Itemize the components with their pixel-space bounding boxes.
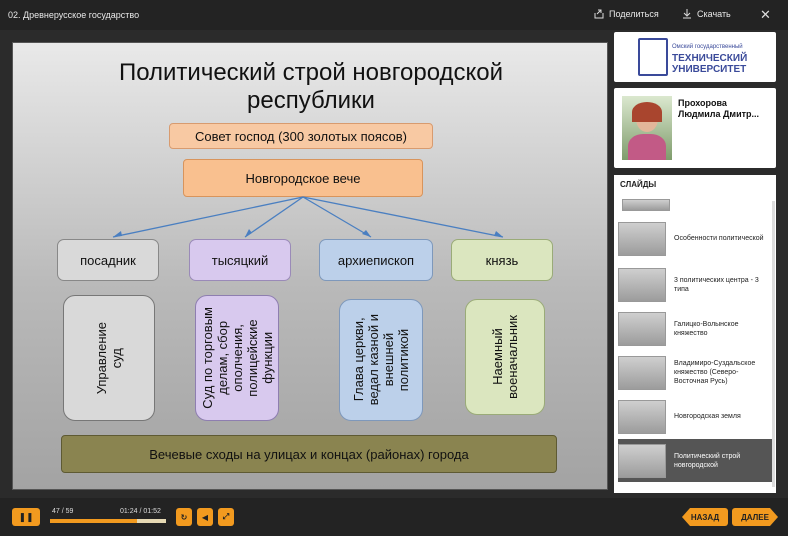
slide-thumbnail	[618, 267, 666, 302]
slide-thumbnail	[618, 399, 666, 434]
slide-item[interactable]: Особенности политической	[618, 217, 772, 260]
duty-line: политикой	[396, 328, 411, 392]
pause-icon: ❚❚	[18, 511, 34, 522]
duty-line: внешней	[381, 333, 396, 387]
presenter-surname: Прохорова	[678, 98, 727, 108]
share-icon	[594, 9, 604, 19]
presenter-name: Людмила Дмитр...	[678, 109, 760, 119]
slide-item[interactable]: Новгородская земля	[618, 395, 772, 438]
slides-heading: СЛАЙДЫ	[620, 180, 657, 189]
slide-thumbnail	[618, 443, 666, 478]
top-bar: 02. Древнерусское государство Поделиться…	[0, 0, 788, 30]
slide-item-label: Политический строй новгородской	[674, 452, 741, 469]
university-logo-panel: Омский государственный ТЕХНИЧЕСКИЙ УНИВЕ…	[614, 32, 776, 82]
duty-line: делам, сбор	[214, 321, 230, 395]
duty-line: Наемный	[490, 328, 505, 386]
slides-scrollbar[interactable]	[772, 201, 775, 487]
slides-list-panel: СЛАЙДЫ Особенности политической 3 полити…	[614, 175, 776, 493]
volume-icon: ◀	[201, 512, 209, 522]
slide-item-label: Владимиро-Суздальское княжество (Северо-…	[674, 360, 756, 385]
slide-item-active[interactable]: Политический строй новгородской	[618, 439, 772, 482]
university-logo-mark	[638, 38, 668, 76]
presenter-panel: Прохорова Людмила Дмитр...	[614, 88, 776, 168]
role-tysyatsky: тысяцкий	[189, 239, 291, 281]
next-button[interactable]: ДАЛЕЕ	[732, 508, 778, 526]
logo-line2: ТЕХНИЧЕСКИЙ	[672, 53, 748, 64]
slide-item[interactable]: 3 политических центра - 3 типа	[618, 263, 772, 306]
slides-list-partial-item[interactable]	[622, 199, 670, 211]
share-button[interactable]: Поделиться	[594, 9, 659, 19]
presenter-photo	[622, 96, 672, 160]
share-label: Поделиться	[609, 9, 659, 19]
next-label: ДАЛЕЕ	[741, 512, 769, 522]
slide-item[interactable]: Владимиро-Суздальское княжество (Северо-…	[618, 351, 772, 394]
fullscreen-button[interactable]: ⤢	[218, 508, 234, 526]
download-label: Скачать	[697, 9, 731, 19]
back-button[interactable]: НАЗАД	[682, 508, 728, 526]
slide-title-line2: республики	[247, 87, 375, 114]
lesson-title: 02. Древнерусское государство	[8, 10, 140, 20]
slide-item-label: 3 политических центра - 3 типа	[674, 276, 759, 293]
download-icon	[683, 9, 691, 19]
progress-fill	[50, 519, 137, 523]
fullscreen-icon: ⤢	[222, 512, 230, 521]
duty-line: ополчения,	[229, 324, 245, 392]
slide-counter: 47 / 59	[52, 508, 74, 515]
duty-line: ведал казной и	[366, 314, 381, 406]
duty-line: Глава церкви,	[351, 318, 366, 402]
back-label: НАЗАД	[690, 512, 720, 522]
slide-title: Политический строй новгородской республи…	[13, 59, 609, 115]
slide-item-label: Галицко-Волынское княжество	[674, 320, 739, 337]
connector-arrows	[112, 196, 504, 238]
duty-line: Управление	[94, 321, 109, 395]
duty-line: полицейские	[244, 319, 260, 397]
slide-item-label: Новгородская земля	[674, 413, 741, 420]
slide-canvas: Политический строй новгородской республи…	[12, 42, 608, 490]
veche-gatherings-box: Вечевые сходы на улицах и концах (района…	[61, 435, 557, 473]
role-prince: князь	[451, 239, 553, 281]
slide-item-label: Особенности политической	[674, 235, 764, 242]
progress-track[interactable]	[50, 519, 166, 523]
council-box: Совет господ (300 золотых поясов)	[169, 123, 433, 149]
role-posadnik: посадник	[57, 239, 159, 281]
slide-item[interactable]: Галицко-Волынское княжество	[618, 307, 772, 350]
slide-thumbnail	[618, 221, 666, 256]
volume-button[interactable]: ◀	[197, 508, 213, 526]
duty-line: Суд по торговым	[199, 307, 215, 409]
download-button[interactable]: Скачать	[682, 9, 731, 19]
slide-title-line1: Политический строй новгородской	[118, 59, 504, 86]
duty-line: военачальник	[505, 315, 520, 399]
duty-line: суд	[109, 347, 124, 369]
duty-line: функции	[259, 332, 275, 384]
veche-box: Новгородское вече	[183, 159, 423, 197]
time-readout: 01:24 / 01:52	[120, 508, 161, 515]
slide-thumbnail	[618, 311, 666, 346]
replay-button[interactable]: ↻	[176, 508, 192, 526]
replay-icon: ↻	[180, 512, 188, 522]
pause-button[interactable]: ❚❚	[12, 508, 40, 526]
role-archbishop: архиепископ	[319, 239, 433, 281]
logo-line1: Омский государственный	[672, 44, 743, 50]
close-icon[interactable]: ✕	[760, 7, 771, 22]
logo-line3: УНИВЕРСИТЕТ	[672, 64, 747, 75]
slide-thumbnail	[618, 355, 666, 390]
player-controls: ❚❚ 47 / 59 01:24 / 01:52 ↻ ◀ ⤢ НАЗАД ДАЛ…	[0, 498, 788, 536]
